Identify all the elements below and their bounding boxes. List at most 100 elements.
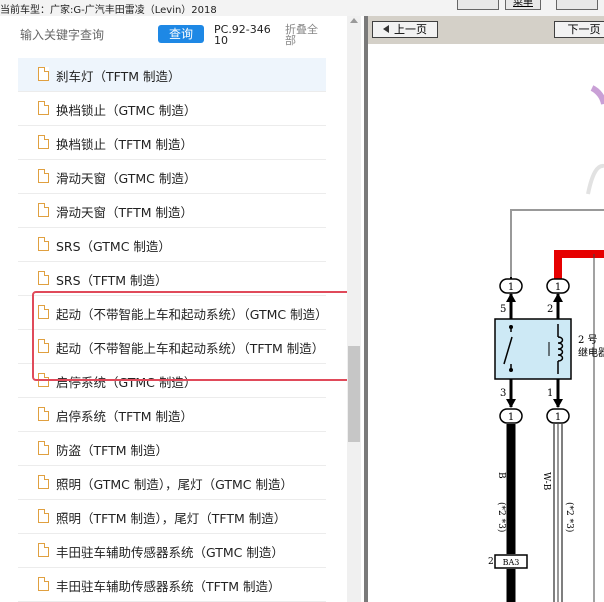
- ba3-pin-label: 2: [488, 557, 494, 567]
- tree-item-label: 换档锁止（TFTM 制造）: [56, 137, 193, 152]
- tree-item-label: 滑动天窗（GTMC 制造）: [56, 171, 197, 186]
- prev-page-label: 上一页: [394, 23, 427, 36]
- pin-3-label: 3: [500, 388, 506, 399]
- logo-fragment: [590, 85, 604, 105]
- tree-item-label: 起动（不带智能上车和起动系统）（TFTM 制造）: [56, 341, 325, 356]
- wire-wb-label: W-B: [541, 472, 551, 491]
- document-icon: [38, 203, 49, 217]
- left-panel: 查询 PC.92-34610 折叠全部 刹车灯（TFTM 制造） 换档锁止（GTM…: [0, 16, 364, 602]
- connector-number: 1: [555, 412, 561, 423]
- tree-item[interactable]: 刹车灯（TFTM 制造）: [18, 58, 326, 92]
- relay-switch: [503, 336, 513, 365]
- document-icon: [38, 509, 49, 523]
- toolbar-button[interactable]: [457, 0, 499, 10]
- toolbar-button-right[interactable]: [556, 0, 598, 10]
- connector-number: 1: [555, 282, 561, 293]
- wire-top-gray: [510, 209, 604, 279]
- connector-pin-1-bottom: [546, 408, 570, 424]
- pin-5-label: 5: [500, 304, 506, 315]
- tree-item-label: 刹车灯（TFTM 制造）: [56, 69, 181, 84]
- tree-item[interactable]: SRS（GTMC 制造）: [18, 228, 326, 262]
- ba3-connector: [494, 554, 528, 569]
- document-icon: [38, 543, 49, 557]
- arrow-up-icon: [506, 293, 516, 302]
- document-icon: [38, 305, 49, 319]
- tree-item-label: 换档锁止（GTMC 制造）: [56, 103, 197, 118]
- wire-wb-note: (*2 *3): [564, 502, 575, 532]
- tree-item[interactable]: 滑动天窗（TFTM 制造）: [18, 194, 326, 228]
- wire-red: [554, 250, 604, 279]
- arrow-down-icon: [553, 399, 563, 408]
- scrollbar-thumb[interactable]: [348, 346, 360, 442]
- connector-pin-3-bottom: [499, 408, 523, 424]
- document-icon: [38, 373, 49, 387]
- tree-item-label: 丰田驻车辅助传感器系统（TFTM 制造）: [56, 579, 281, 594]
- pc-code: PC.92-34610: [214, 23, 271, 47]
- connector-number: 1: [508, 412, 514, 423]
- tree-item[interactable]: 起动（不带智能上车和起动系统）（TFTM 制造）: [18, 330, 326, 364]
- tree-item[interactable]: 换档锁止（TFTM 制造）: [18, 126, 326, 160]
- scroll-up-arrow-icon[interactable]: [350, 18, 358, 23]
- tree-item[interactable]: 起动（不带智能上车和起动系统）（GTMC 制造）: [18, 296, 328, 330]
- tree-item[interactable]: 滑动天窗（GTMC 制造）: [18, 160, 326, 194]
- arrow-down-icon: [506, 399, 516, 408]
- tree-item-label: 防盗（TFTM 制造）: [56, 443, 168, 458]
- tree-item[interactable]: 启停系统（GTMC 制造）: [18, 364, 326, 398]
- relay-name-label-2: 继电器: [578, 346, 604, 359]
- document-icon: [38, 339, 49, 353]
- tree-item-label: 启停系统（TFTM 制造）: [56, 409, 193, 424]
- tree-item[interactable]: 丰田驻车辅助传感器系统（TFTM 制造）: [18, 568, 326, 602]
- document-icon: [38, 271, 49, 285]
- document-icon: [38, 577, 49, 591]
- viewer-toolbar: 上一页 下一页: [364, 16, 604, 44]
- tree-item[interactable]: 照明（GTMC 制造），尾灯（GTMC 制造）: [18, 466, 326, 500]
- pin-2-label: 2: [547, 304, 553, 315]
- tree-item-label: 照明（GTMC 制造），尾灯（GTMC 制造）: [56, 477, 293, 492]
- tree-item-label: 丰田驻车辅助传感器系统（GTMC 制造）: [56, 545, 284, 560]
- document-icon: [38, 169, 49, 183]
- menu-button[interactable]: 菜单: [505, 0, 541, 10]
- document-icon: [38, 101, 49, 115]
- tree-item-label: SRS（GTMC 制造）: [56, 239, 171, 254]
- watermark-fragment: [586, 163, 604, 195]
- tree-item[interactable]: 启停系统（TFTM 制造）: [18, 398, 326, 432]
- prev-page-button[interactable]: 上一页: [372, 21, 438, 38]
- document-tree: 刹车灯（TFTM 制造） 换档锁止（GTMC 制造） 换档锁止（TFTM 制造） 滑动…: [18, 58, 328, 602]
- arrow-up-icon: [553, 293, 563, 302]
- wire-b-label: B: [496, 472, 506, 479]
- document-icon: [38, 441, 49, 455]
- tree-item[interactable]: SRS（TFTM 制造）: [18, 262, 326, 296]
- scrollbar[interactable]: [347, 16, 361, 602]
- title-bar: 当前车型：广家:G-广汽丰田雷凌（Levin）2018 菜单: [0, 0, 604, 16]
- relay-coil: [557, 336, 564, 362]
- search-input[interactable]: [18, 24, 152, 46]
- tree-item[interactable]: 换档锁止（GTMC 制造）: [18, 92, 326, 126]
- connector-number: 1: [508, 282, 514, 293]
- document-icon: [38, 475, 49, 489]
- next-page-button[interactable]: 下一页: [554, 21, 604, 38]
- tree-item-label: 启停系统（GTMC 制造）: [56, 375, 197, 390]
- tree-item-label: 照明（TFTM 制造），尾灯（TFTM 制造）: [56, 511, 287, 526]
- query-button[interactable]: 查询: [158, 25, 204, 43]
- tree-item-label: 滑动天窗（TFTM 制造）: [56, 205, 193, 220]
- document-icon: [38, 67, 49, 81]
- document-icon: [38, 135, 49, 149]
- viewer-left-border: [364, 44, 368, 602]
- triangle-left-icon: [383, 25, 389, 33]
- menu-label: 菜单: [513, 0, 533, 8]
- relay-contact: [509, 368, 513, 372]
- next-page-label: 下一页: [567, 23, 601, 36]
- search-row: 查询 PC.92-34610 折叠全部: [0, 16, 364, 52]
- tree-item[interactable]: 防盗（TFTM 制造）: [18, 432, 326, 466]
- document-icon: [38, 407, 49, 421]
- document-icon: [38, 237, 49, 251]
- wiring-diagram: 1 1 5 2 2 号 继电器 3 1 1 1: [364, 44, 604, 602]
- tree-item-label: SRS（TFTM 制造）: [56, 273, 168, 288]
- wire-b-note: (*2 *3): [496, 502, 507, 532]
- tree-item[interactable]: 照明（TFTM 制造），尾灯（TFTM 制造）: [18, 500, 326, 534]
- tree-item-label: 起动（不带智能上车和起动系统）（GTMC 制造）: [56, 307, 328, 322]
- collapse-all-button[interactable]: 折叠全部: [285, 23, 318, 47]
- car-model-label: 当前车型：广家:G-广汽丰田雷凌（Levin）2018: [0, 5, 217, 16]
- relay-name-label: 2 号: [578, 334, 598, 346]
- tree-item[interactable]: 丰田驻车辅助传感器系统（GTMC 制造）: [18, 534, 326, 568]
